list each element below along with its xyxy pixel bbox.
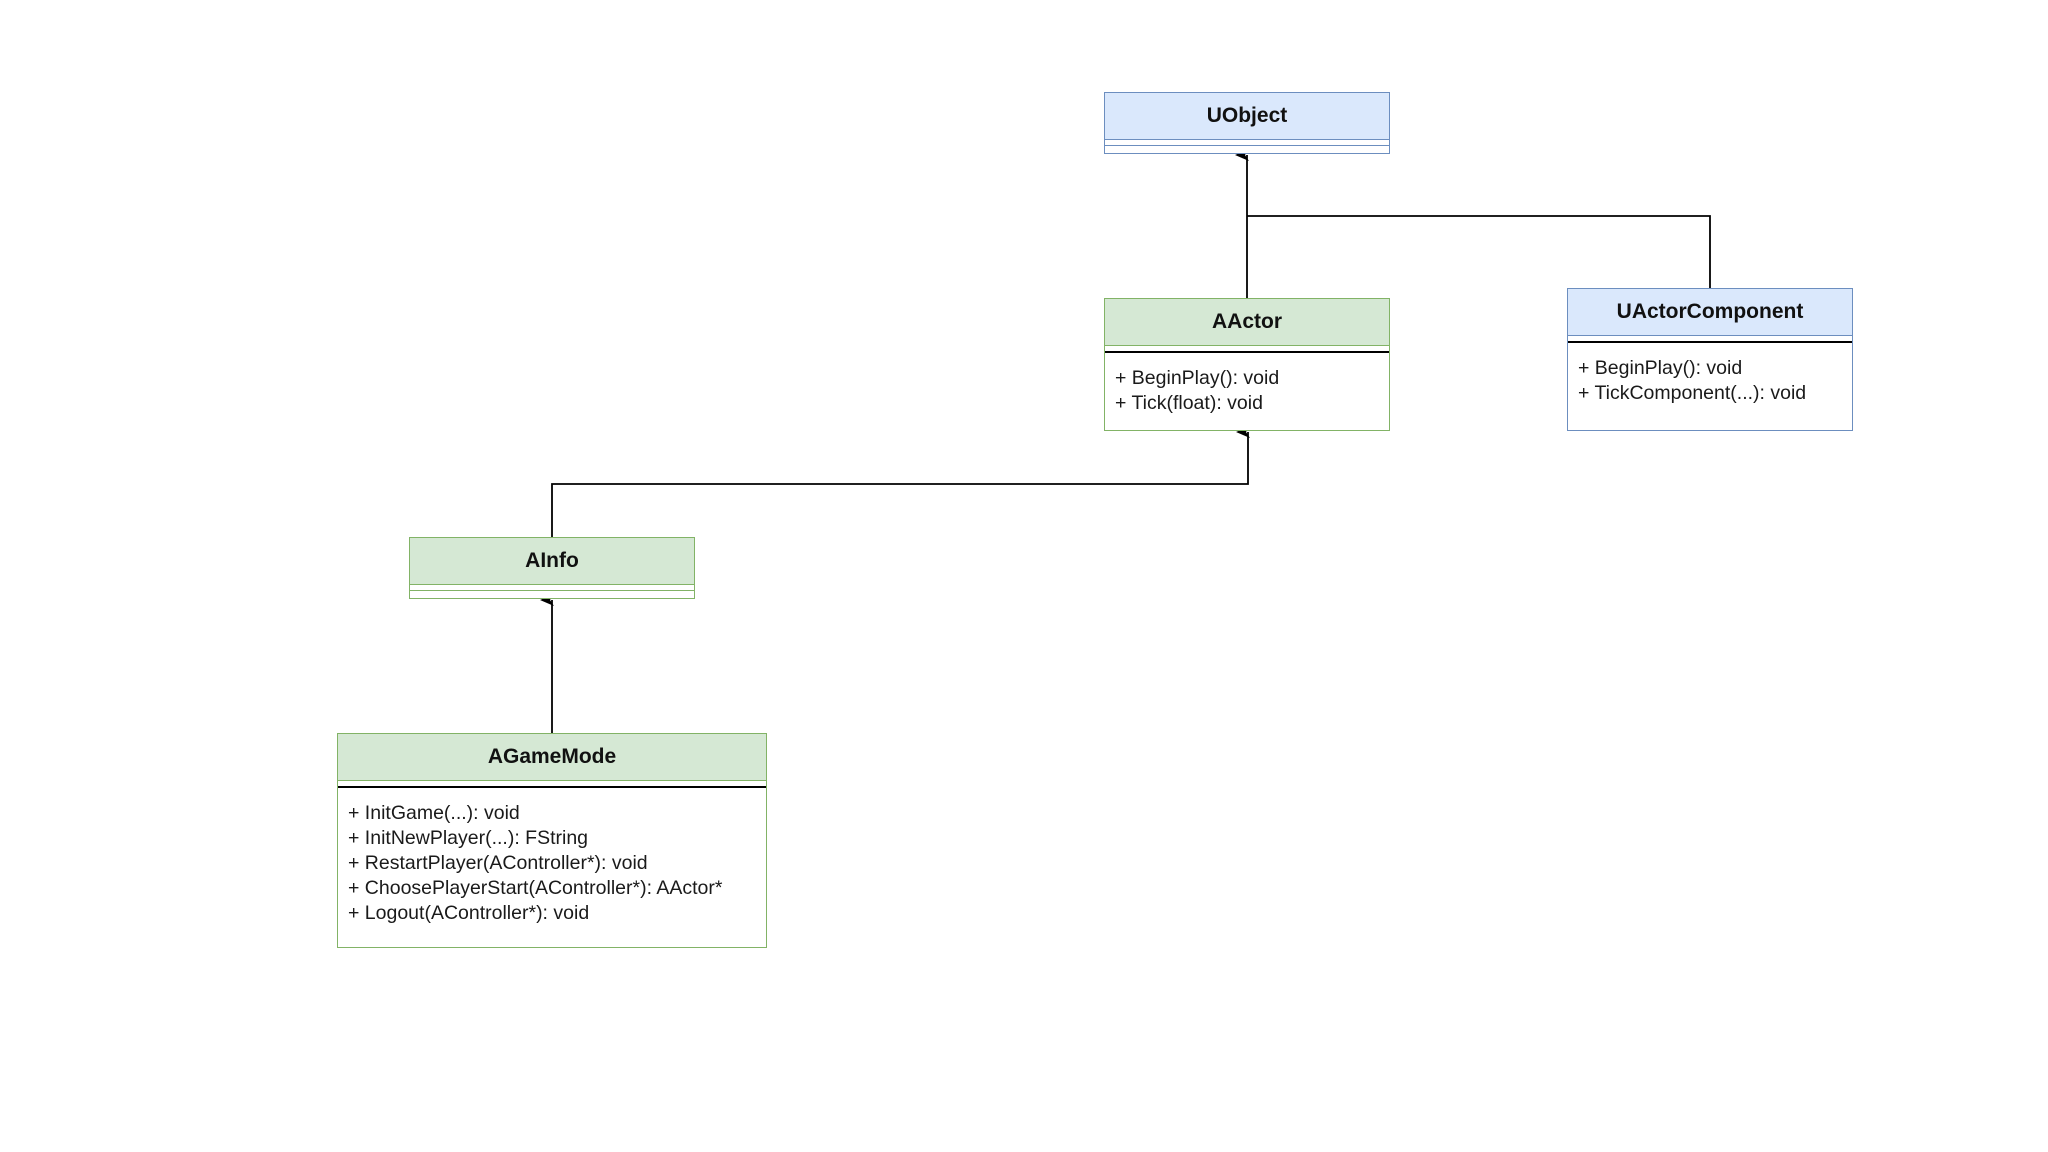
method-item: + BeginPlay(): void [1578,357,1743,379]
class-ainfo-name: AInfo [410,538,694,585]
class-uactorcomponent-divider [1568,336,1852,343]
method-item: + BeginPlay(): void [1115,367,1280,389]
class-uobject[interactable]: UObject [1104,92,1390,154]
class-agamemode-divider [338,781,766,788]
class-aactor-name: AActor [1105,299,1389,346]
class-ainfo[interactable]: AInfo [409,537,695,599]
class-agamemode[interactable]: AGameMode + InitGame(...): void + InitNe… [337,733,767,948]
class-uobject-divider [1105,140,1389,146]
class-aactor[interactable]: AActor + BeginPlay(): void + Tick(float)… [1104,298,1390,431]
edge-ainfo-to-aactor [551,426,1250,537]
class-aactor-methods: + BeginPlay(): void + Tick(float): void [1105,353,1389,426]
method-item: + Tick(float): void [1115,392,1263,414]
method-item: + RestartPlayer(AController*): void [348,852,648,874]
edge-uactorcomponent-to-uobject [1247,215,1711,288]
class-uactorcomponent-methods: + BeginPlay(): void + TickComponent(...)… [1568,343,1852,416]
method-item: + InitGame(...): void [348,802,520,824]
class-uobject-name: UObject [1105,93,1389,140]
class-agamemode-name: AGameMode [338,734,766,781]
class-ainfo-divider [410,585,694,591]
method-item: + TickComponent(...): void [1578,382,1807,404]
class-agamemode-methods: + InitGame(...): void + InitNewPlayer(..… [338,788,766,936]
class-aactor-divider [1105,346,1389,353]
class-uactorcomponent[interactable]: UActorComponent + BeginPlay(): void + Ti… [1567,288,1853,431]
class-uactorcomponent-name: UActorComponent [1568,289,1852,336]
method-item: + ChoosePlayerStart(AController*): AActo… [348,877,723,899]
method-item: + Logout(AController*): void [348,902,590,924]
method-item: + InitNewPlayer(...): FString [348,827,589,849]
